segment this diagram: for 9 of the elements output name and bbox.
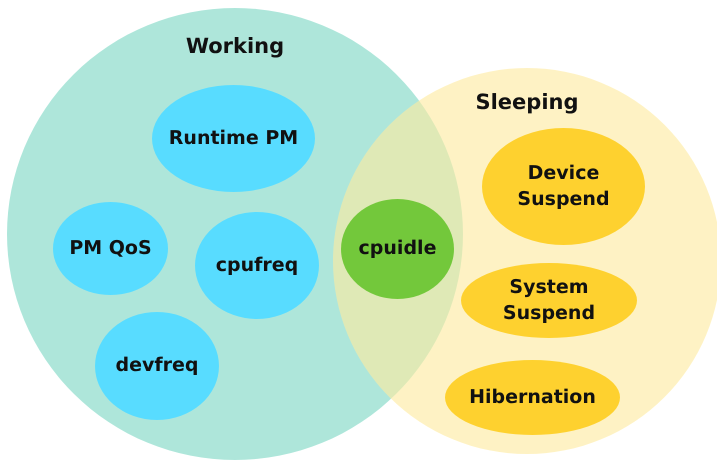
topic-bubble: System Suspend — [461, 263, 637, 338]
topic-bubble: devfreq — [95, 312, 219, 420]
topic-bubble: Hibernation — [445, 360, 620, 435]
set-title: Sleeping — [475, 90, 579, 114]
set-title: Working — [186, 34, 284, 58]
topic-bubble: cpufreq — [195, 212, 319, 319]
topic-bubble: PM QoS — [53, 202, 168, 295]
topic-bubble: Runtime PM — [152, 85, 315, 192]
topic-bubble: Device Suspend — [482, 128, 645, 245]
